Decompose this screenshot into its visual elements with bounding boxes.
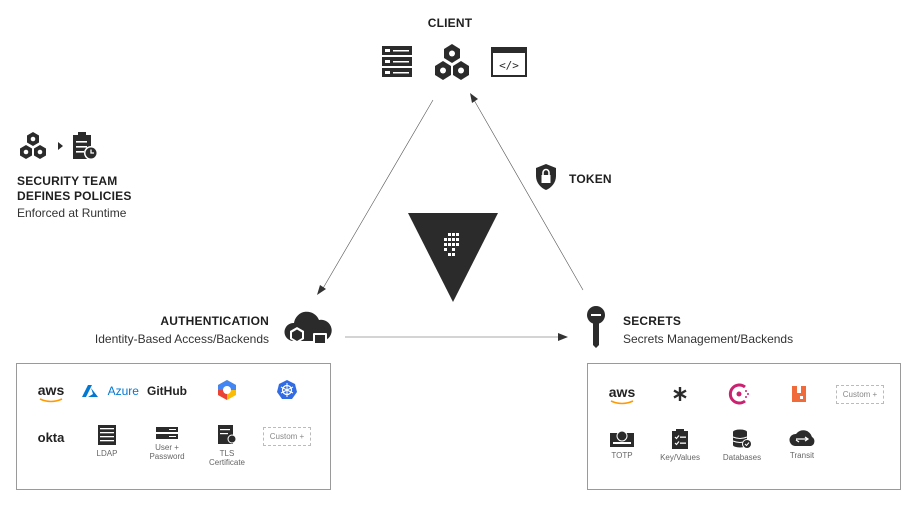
- custom-auth-label: Custom +: [262, 427, 312, 446]
- arrow-head-secrets: [558, 333, 568, 341]
- azure-logo-icon: [82, 385, 99, 397]
- custom-secrets-item[interactable]: Custom +: [828, 384, 892, 404]
- totp-icon: [610, 430, 634, 447]
- authentication-title: AUTHENTICATION: [160, 314, 269, 328]
- hexagon-cluster-icon: [20, 132, 46, 159]
- shield-lock-icon: [536, 164, 556, 190]
- github-logo: GitHub: [147, 384, 187, 398]
- kubernetes-auth-item[interactable]: [257, 379, 317, 401]
- authentication-subtitle: Identity-Based Access/Backends: [94, 332, 269, 346]
- totp-label: TOTP: [611, 451, 633, 460]
- cloud-lock-icon: [284, 311, 332, 345]
- user-password-label: User + Password: [149, 443, 185, 461]
- totp-secrets-item[interactable]: TOTP: [592, 430, 652, 460]
- aws-smile-icon: [610, 400, 634, 405]
- secrets-title: SECRETS: [623, 314, 682, 328]
- consul-secrets-item[interactable]: [710, 383, 770, 405]
- azure-auth-item[interactable]: Azure: [77, 384, 139, 398]
- policies-title: SECURITY TEAM DEFINES POLICIES: [17, 174, 132, 204]
- policies-title-line1: SECURITY TEAM: [17, 174, 118, 188]
- server-rack-icon: [382, 46, 412, 77]
- policies-subtitle: Enforced at Runtime: [17, 206, 127, 220]
- secrets-subtitle: Secrets Management/Backends: [623, 332, 794, 346]
- databases-secrets-item[interactable]: Databases: [712, 428, 772, 462]
- ldap-label: LDAP: [96, 449, 118, 458]
- aws-smile-icon: [39, 398, 63, 403]
- vault-logo-icon: [408, 213, 498, 302]
- svg-text:</>: </>: [499, 59, 519, 72]
- code-window-icon: </>: [491, 47, 527, 77]
- policies-title-line2: DEFINES POLICIES: [17, 189, 132, 203]
- hexagon-cluster-icon: [435, 44, 469, 80]
- transit-icon: [789, 430, 815, 446]
- databases-label: Databases: [722, 453, 762, 462]
- rabbitmq-secrets-item[interactable]: [770, 384, 830, 404]
- consul-logo-icon: [728, 383, 749, 405]
- chevron-right-icon: [58, 142, 63, 150]
- user-password-auth-item[interactable]: User + Password: [137, 426, 197, 461]
- key-values-icon: [672, 429, 688, 449]
- azure-logo: Azure: [107, 384, 139, 398]
- key-values-label: Key/Values: [660, 453, 700, 462]
- user-password-icon: [156, 427, 178, 439]
- transit-label: Transit: [789, 451, 815, 460]
- aws-logo: aws: [37, 382, 65, 398]
- client-to-auth-line: [321, 99, 434, 291]
- google-cloud-logo-icon: [218, 380, 236, 400]
- google-cloud-auth-item[interactable]: [197, 379, 257, 401]
- tls-certificate-label: TLS Certificate: [208, 449, 245, 467]
- kubernetes-logo-icon: [277, 380, 297, 399]
- github-auth-item[interactable]: GitHub: [137, 384, 197, 398]
- tls-certificate-icon: [218, 425, 237, 444]
- aws-logo: aws: [608, 384, 636, 400]
- token-label: TOKEN: [569, 172, 612, 186]
- asterisk-icon: [673, 387, 687, 401]
- custom-auth-item[interactable]: Custom +: [257, 426, 317, 446]
- okta-auth-item[interactable]: okta: [21, 430, 81, 445]
- arrow-head-client: [470, 93, 478, 103]
- custom-secrets-label: Custom +: [835, 385, 885, 404]
- arrow-head-auth: [317, 285, 326, 295]
- rabbitmq-logo-icon: [792, 386, 806, 402]
- ldap-server-icon: [98, 425, 116, 445]
- ldap-auth-item[interactable]: LDAP: [77, 424, 137, 458]
- secrets-to-client-line: [473, 99, 584, 291]
- tls-certificate-auth-item[interactable]: TLS Certificate: [197, 424, 257, 467]
- authentication-backends-panel: aws Azure GitHub okta LDAP: [16, 363, 331, 490]
- client-title: CLIENT: [427, 16, 473, 30]
- databases-icon: [732, 429, 752, 449]
- okta-logo: okta: [37, 430, 65, 445]
- key-icon: [587, 306, 605, 348]
- aws-auth-item[interactable]: aws: [21, 382, 81, 403]
- clipboard-clock-icon: [73, 132, 98, 160]
- secrets-backends-panel: aws Custom + TOTP: [587, 363, 901, 490]
- transit-secrets-item[interactable]: Transit: [772, 430, 832, 460]
- key-values-secrets-item[interactable]: Key/Values: [650, 428, 710, 462]
- aws-secrets-item[interactable]: aws: [592, 384, 652, 405]
- generic-secrets-item[interactable]: [650, 384, 710, 404]
